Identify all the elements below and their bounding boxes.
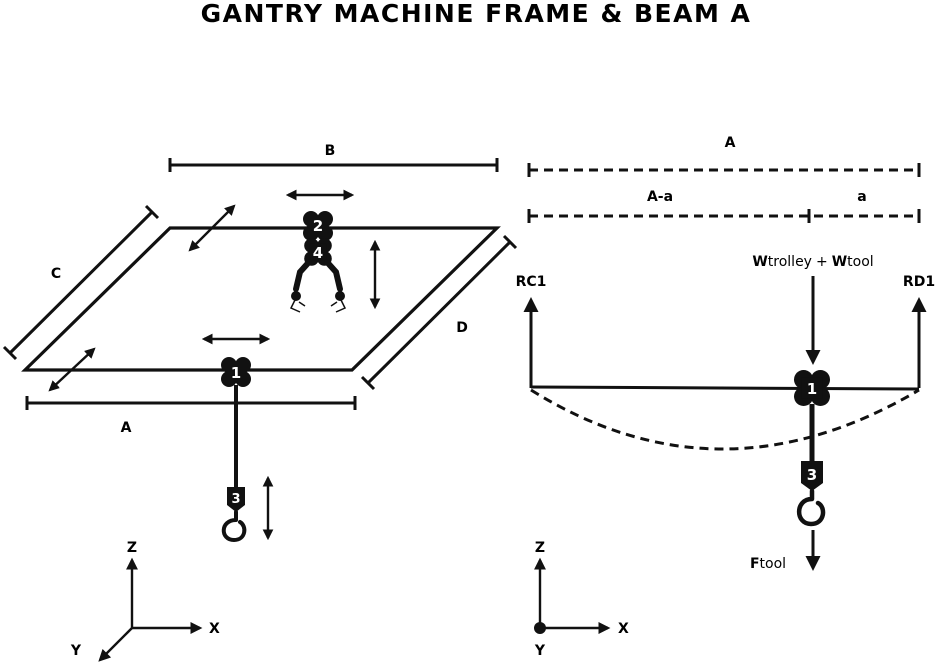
z-axis-label: Z (127, 540, 137, 556)
dimension-b-label: B (325, 143, 336, 159)
beam-hook-3: 3 (796, 461, 826, 527)
dimension-d-line (366, 240, 512, 385)
svg-text:3: 3 (231, 492, 240, 507)
svg-text:4: 4 (313, 244, 323, 262)
dimension-d-label: D (456, 320, 468, 336)
svg-text:1: 1 (807, 380, 817, 398)
x-axis-label-right: X (618, 621, 629, 637)
diagram-title: GANTRY MACHINE FRAME & BEAM A (201, 0, 752, 28)
trolley-2: 2 (303, 211, 333, 241)
beam-diagram: A A-a a Wtrolley+Wtool RC1 RD1 1 3 (516, 135, 935, 572)
y-motion-arrow-top (188, 204, 236, 252)
gripper-4: 4 (289, 238, 347, 313)
gantry-frame: B A C D 2 4 (2, 143, 518, 543)
beam-trolley-1: 1 (794, 370, 830, 406)
x-axis-label: X (209, 621, 220, 637)
z-axis-label-right: Z (535, 540, 545, 556)
y-axis-label-right: Y (534, 643, 546, 659)
dimension-a-label: A (121, 420, 132, 436)
beam-span-label: A (725, 135, 736, 151)
right-segment-label: a (857, 189, 866, 205)
y-motion-arrow-bottom (48, 347, 96, 392)
load-label: Wtrolley+Wtool (752, 254, 873, 270)
y-axis-arrow (98, 627, 133, 662)
axes-left: Z X Y (70, 540, 220, 662)
y-axis-dot-right (534, 622, 546, 634)
deflection-curve (530, 388, 920, 451)
dimension-c-label: C (51, 266, 61, 282)
axes-right: Z X Y (534, 540, 629, 659)
hook-3: 3 (221, 487, 247, 543)
force-tool-label: Ftool (750, 556, 786, 572)
frame-outline (21, 226, 501, 372)
svg-text:3: 3 (807, 466, 817, 484)
svg-text:1: 1 (231, 364, 241, 382)
trolley-1: 1 (221, 357, 251, 387)
reaction-rd1-label: RD1 (903, 274, 935, 290)
dimension-c-line (8, 210, 154, 355)
beam-line (530, 385, 920, 391)
y-axis-label: Y (70, 643, 82, 659)
svg-text:2: 2 (313, 217, 323, 235)
left-segment-label: A-a (647, 189, 673, 205)
reaction-rc1-label: RC1 (516, 274, 547, 290)
